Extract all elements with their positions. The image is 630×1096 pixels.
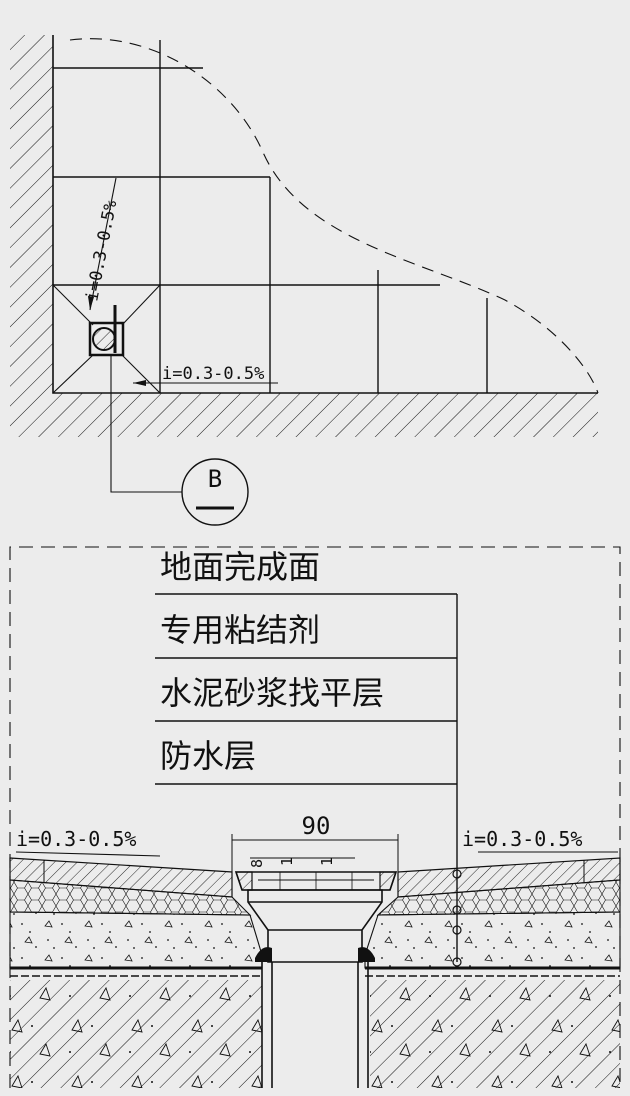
svg-text:1: 1 <box>278 857 296 866</box>
drain-body <box>247 889 383 963</box>
layer-label-4: 防水层 <box>160 737 256 775</box>
plan-view: i=0.3-0.5% i=0.3-0.5% B <box>10 35 599 526</box>
tile-grid <box>53 40 488 393</box>
section-slope-left: i=0.3-0.5% <box>16 827 136 851</box>
drain-slope-lines <box>52 284 161 394</box>
layer-label-2: 专用粘结剂 <box>160 611 320 649</box>
section-slope-right: i=0.3-0.5% <box>462 827 582 851</box>
svg-text:8: 8 <box>248 859 266 868</box>
slope-arrow-vertical <box>89 177 117 311</box>
section-border <box>9 546 621 1088</box>
slope-label-vertical: i=0.3-0.5% <box>82 199 121 303</box>
dashed-arc <box>69 38 599 394</box>
dimension-90: 90 8 1 1 <box>231 812 399 872</box>
detail-leader <box>110 356 182 493</box>
drain-grate <box>234 871 398 891</box>
svg-text:1: 1 <box>318 857 336 866</box>
layer-label-1: 地面完成面 <box>160 548 320 586</box>
layer-labels: 地面完成面 专用粘结剂 水泥砂浆找平层 防水层 <box>155 548 462 967</box>
svg-text:90: 90 <box>302 812 331 840</box>
section-view: 地面完成面 专用粘结剂 水泥砂浆找平层 防水层 i=0.3-0.5% i=0.3… <box>9 546 621 1088</box>
layer-label-3: 水泥砂浆找平层 <box>160 674 384 712</box>
waterproof-layer <box>10 966 620 977</box>
detail-marker-b: B <box>181 458 249 526</box>
slope-label-horizontal: i=0.3-0.5% <box>162 364 264 384</box>
floor-drain-icon <box>88 305 125 357</box>
wall-hatch <box>10 35 598 437</box>
svg-text:B: B <box>208 465 222 493</box>
drain-pipe <box>261 955 369 1088</box>
